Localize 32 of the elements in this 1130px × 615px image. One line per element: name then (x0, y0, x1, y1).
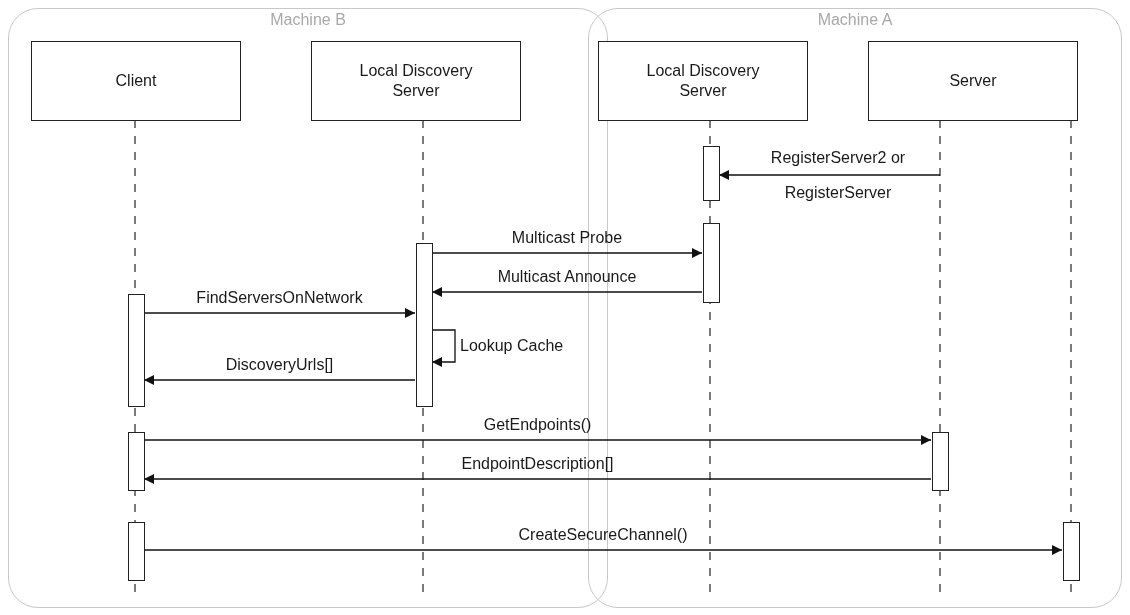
message-arrow (143, 375, 416, 385)
message-arrow (143, 435, 932, 445)
activation-bar (703, 146, 720, 201)
activation-bar (932, 432, 949, 491)
message-arrow (143, 474, 932, 484)
message-arrow (143, 308, 416, 318)
message-arrow (718, 170, 941, 180)
participant-box: Local Discovery Server (311, 41, 521, 121)
activation-bar (703, 223, 720, 303)
group-title: Machine A (817, 11, 893, 29)
message-label: GetEndpoints() (483, 415, 592, 435)
participant-box: Local Discovery Server (598, 41, 808, 121)
message-arrow (431, 329, 456, 367)
participant-box: Server (868, 41, 1078, 121)
message-arrow (431, 248, 703, 258)
message-arrow (143, 545, 1063, 555)
message-label: EndpointDescription[] (461, 454, 614, 474)
message-label: FindServersOnNetwork (196, 288, 363, 308)
message-label: Lookup Cache (460, 336, 564, 356)
activation-bar (1063, 522, 1080, 581)
message-label: CreateSecureChannel() (518, 525, 688, 545)
message-arrow (431, 287, 703, 297)
message-label: RegisterServer2 or RegisterServer (769, 148, 907, 203)
message-label: DiscoveryUrls[] (225, 355, 334, 375)
group-title: Machine B (270, 11, 346, 29)
participant-box: Client (31, 41, 241, 121)
activation-bar (128, 432, 145, 491)
activation-bar (416, 243, 433, 407)
activation-bar (128, 522, 145, 581)
message-label: Multicast Announce (497, 267, 637, 287)
activation-bar (128, 294, 145, 407)
message-label: Multicast Probe (511, 228, 623, 248)
